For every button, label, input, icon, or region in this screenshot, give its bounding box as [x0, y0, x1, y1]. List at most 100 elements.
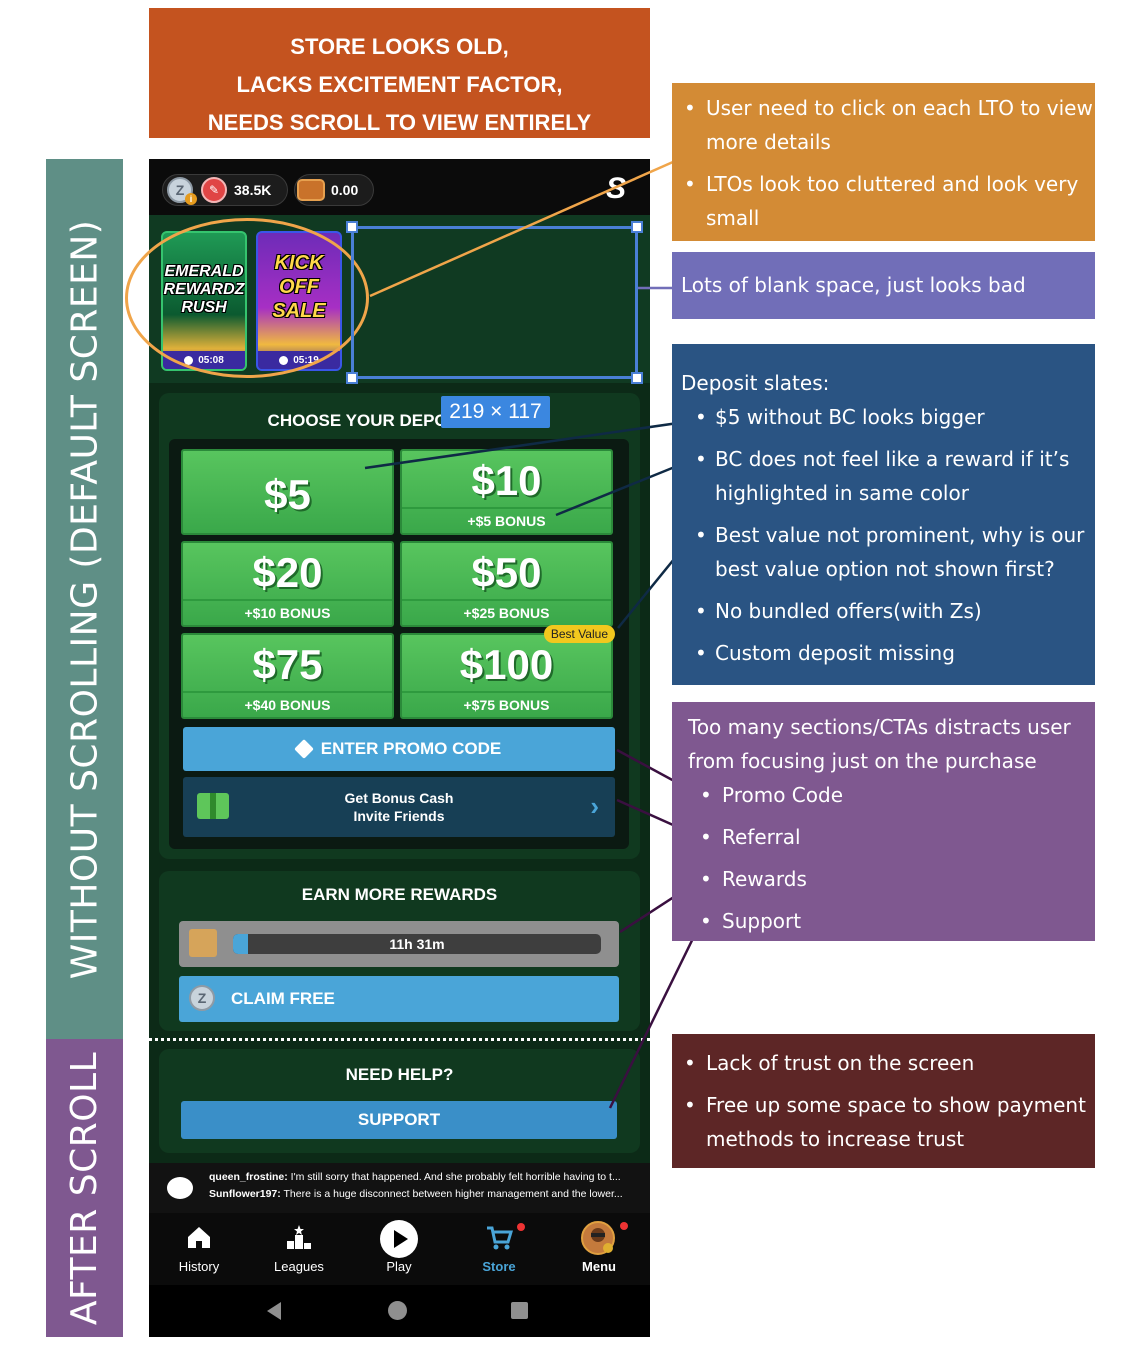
- note-item: Support: [688, 904, 1095, 938]
- invite-friends-button[interactable]: Get Bonus Cash Invite Friends ›: [183, 777, 615, 837]
- note-deposit-slates: Deposit slates: $5 without BC looks bigg…: [672, 344, 1095, 685]
- notification-dot: [620, 1222, 628, 1230]
- help-title: NEED HELP?: [345, 1065, 454, 1084]
- promo-label: ENTER PROMO CODE: [320, 739, 502, 758]
- rewards-timer-value: 11h 31m: [389, 936, 445, 952]
- nav-menu[interactable]: Menu: [549, 1213, 649, 1285]
- avatar-icon: [581, 1221, 615, 1255]
- deposit-title: CHOOSE YOUR DEPOS: [267, 411, 459, 430]
- selection-handle: [631, 372, 643, 384]
- gift-box-icon: [189, 929, 217, 957]
- note-blank-space: Lots of blank space, just looks bad: [672, 252, 1095, 319]
- header-note: STORE LOOKS OLD, LACKS EXCITEMENT FACTOR…: [149, 8, 650, 138]
- deposit-amount: $20: [252, 549, 323, 596]
- deposit-option-75[interactable]: $75 +$40 BONUS: [181, 633, 394, 719]
- recents-icon[interactable]: [511, 1302, 528, 1319]
- wallet-value: 0.00: [331, 182, 359, 198]
- note-heading: Deposit slates:: [681, 371, 830, 395]
- home-icon: [188, 1227, 210, 1248]
- deposit-option-5[interactable]: $5: [181, 449, 394, 535]
- deposit-amount: $100: [459, 641, 554, 688]
- note-item: Free up some space to show payment metho…: [672, 1088, 1095, 1156]
- note-item: LTOs look too cluttered and look very sm…: [672, 167, 1095, 235]
- deposit-option-100[interactable]: $100 +$75 BONUS Best Value: [400, 625, 615, 719]
- claim-free-button[interactable]: Z CLAIM FREE: [179, 976, 619, 1022]
- rewards-progress-fill: [233, 934, 248, 954]
- selection-handle: [346, 221, 358, 233]
- note-heading: Too many sections/CTAs distracts user fr…: [688, 715, 1071, 773]
- blank-space-selection-box: [346, 221, 643, 384]
- best-value-badge: Best Value: [543, 625, 615, 643]
- wallet-pill[interactable]: 0.00: [294, 174, 374, 206]
- nav-history[interactable]: History: [149, 1213, 249, 1285]
- nav-label: Leagues: [274, 1259, 324, 1274]
- note-item: Promo Code: [688, 778, 1095, 812]
- cart-icon: [487, 1226, 513, 1250]
- note-item: User need to click on each LTO to view m…: [672, 91, 1095, 159]
- chat-bubble-icon: [167, 1177, 193, 1199]
- bottom-nav: History Leagues Play Store Menu: [149, 1213, 650, 1285]
- side-label-default-screen-text: WITHOUT SCROLLING (DEFAULT SCREEN): [64, 219, 105, 979]
- chat-text: I'm still sorry that happened. And she p…: [287, 1171, 621, 1183]
- note-item: No bundled offers(with Zs): [681, 594, 1095, 628]
- invite-line: Get Bonus Cash: [344, 790, 454, 806]
- note-item: Lack of trust on the screen: [672, 1046, 1095, 1080]
- chat-bar[interactable]: queen_frostine: I'm still sorry that hap…: [149, 1163, 650, 1213]
- deposit-option-50[interactable]: $50 +$25 BONUS: [400, 541, 613, 627]
- nav-play[interactable]: Play: [349, 1213, 449, 1285]
- note-item: Custom deposit missing: [681, 636, 1095, 670]
- deposit-amount: $5: [264, 471, 311, 518]
- help-panel: NEED HELP? SUPPORT: [159, 1049, 640, 1153]
- chat-message: Sunflower197: There is a huge disconnect…: [209, 1188, 644, 1200]
- rewards-title: EARN MORE REWARDS: [301, 885, 498, 904]
- deposit-option-10[interactable]: $10 +$5 BONUS: [400, 449, 613, 535]
- rewards-progress-bar: 11h 31m: [233, 934, 601, 954]
- note-lto-issues: User need to click on each LTO to view m…: [672, 83, 1095, 241]
- nav-label: Play: [386, 1259, 412, 1274]
- nav-leagues[interactable]: Leagues: [249, 1213, 349, 1285]
- deposit-bonus: +$10 BONUS: [183, 599, 392, 625]
- invite-text: Get Bonus Cash Invite Friends: [183, 789, 615, 825]
- note-item: Referral: [688, 820, 1095, 854]
- back-icon[interactable]: [265, 1301, 283, 1321]
- lto-highlight-ellipse: [125, 218, 369, 378]
- notification-dot: [517, 1223, 525, 1231]
- deposit-option-20[interactable]: $20 +$10 BONUS: [181, 541, 394, 627]
- deposit-bonus: +$40 BONUS: [183, 691, 392, 717]
- header-note-line: LACKS EXCITEMENT FACTOR,: [236, 72, 563, 97]
- nav-store[interactable]: Store: [449, 1213, 549, 1285]
- deposit-bonus: +$25 BONUS: [402, 599, 611, 625]
- note-item: BC does not feel like a reward if it’s h…: [681, 442, 1095, 510]
- ticket-icon: ✎: [201, 177, 227, 203]
- note-too-many-sections: Too many sections/CTAs distracts user fr…: [672, 702, 1095, 941]
- invite-line: Invite Friends: [353, 808, 445, 824]
- deposit-bonus: +$75 BONUS: [402, 691, 611, 717]
- podium-icon: [287, 1225, 311, 1249]
- nav-label: Store: [482, 1259, 516, 1274]
- deposit-bonus: +$5 BONUS: [402, 507, 611, 533]
- note-item: Rewards: [688, 862, 1095, 896]
- deposit-amount: $75: [252, 641, 323, 688]
- support-button[interactable]: SUPPORT: [181, 1101, 617, 1139]
- rewards-timer-row: 11h 31m: [179, 921, 619, 967]
- balance-value: 38.5K: [234, 182, 272, 198]
- balance-pill[interactable]: Z i ✎ 38.5K: [162, 174, 288, 206]
- home-button-icon[interactable]: [388, 1301, 407, 1320]
- nav-label: History: [178, 1259, 220, 1274]
- chevron-right-icon: ›: [590, 791, 599, 821]
- side-label-after-scroll-text: AFTER SCROLL: [64, 1051, 106, 1325]
- enter-promo-code-button[interactable]: ENTER PROMO CODE: [183, 727, 615, 771]
- rewards-panel: EARN MORE REWARDS 11h 31m Z CLAIM FREE: [159, 871, 640, 1031]
- side-label-default-screen: WITHOUT SCROLLING (DEFAULT SCREEN): [46, 159, 123, 1039]
- side-label-after-scroll: AFTER SCROLL: [46, 1039, 123, 1337]
- header-note-line: STORE LOOKS OLD,: [290, 34, 509, 59]
- deposit-options: $5 $10 +$5 BONUS $20 +$10 BONUS $50 +$25…: [169, 439, 629, 849]
- gift-icon: [197, 793, 229, 819]
- deposit-amount: $10: [471, 457, 542, 504]
- claim-label: CLAIM FREE: [231, 989, 335, 1008]
- system-nav-bar: [149, 1285, 650, 1337]
- note-trust: Lack of trust on the screen Free up some…: [672, 1034, 1095, 1168]
- chat-text: There is a huge disconnect between highe…: [280, 1188, 623, 1200]
- chat-user: queen_frostine:: [209, 1171, 288, 1183]
- header-note-line: NEEDS SCROLL TO VIEW ENTIRELY: [207, 110, 592, 135]
